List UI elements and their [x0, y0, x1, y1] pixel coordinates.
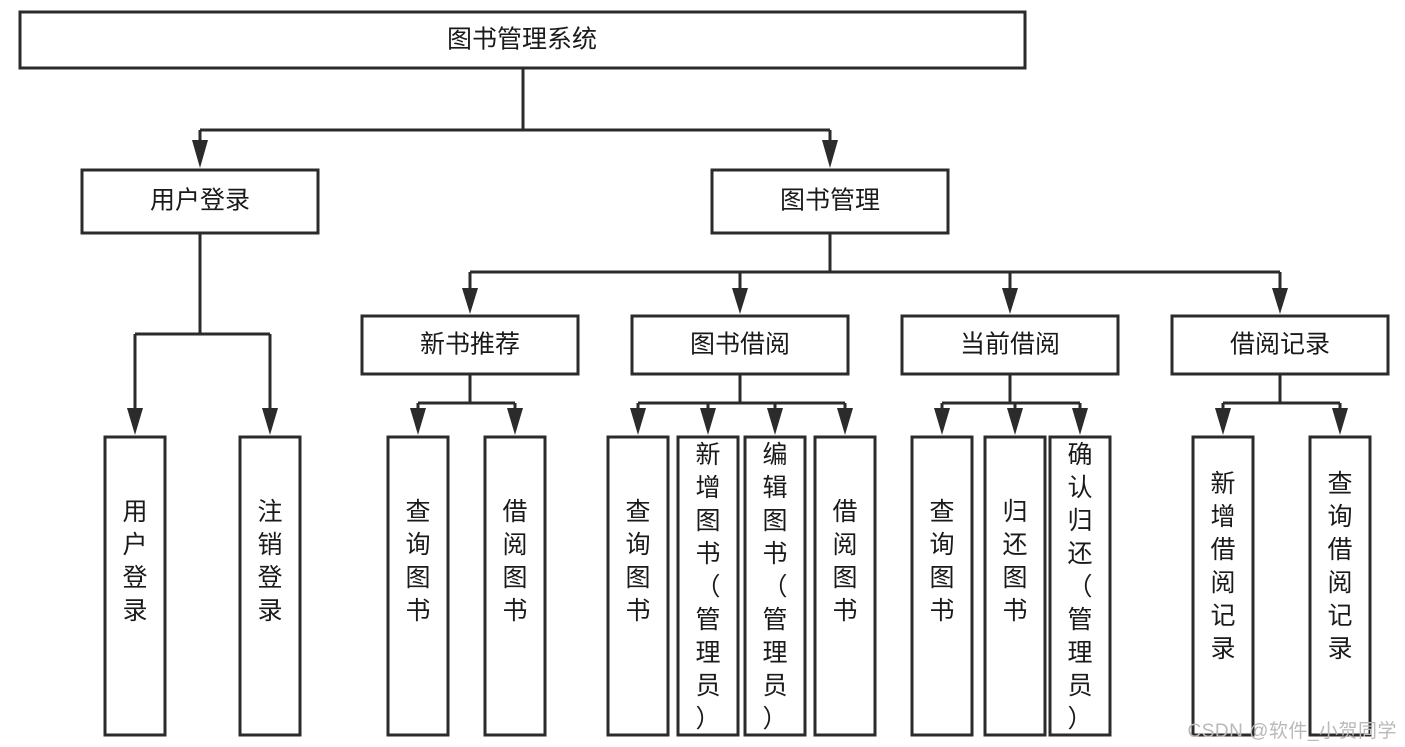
leaf-query-book-1-label: 查询图书 — [405, 498, 430, 625]
node-borrow-record-box — [1170, 314, 1390, 376]
leaf-query-book-2-box — [606, 435, 670, 737]
leaf-return-book-box — [983, 435, 1047, 737]
leaf-add-book-admin[interactable]: 新增图书（管理员） — [676, 435, 740, 737]
node-book-manage-box — [710, 168, 950, 235]
node-borrow-record-label: 借阅记录 — [1230, 331, 1330, 359]
node-book-manage[interactable]: 图书管理 — [710, 168, 950, 235]
node-root-box — [18, 10, 1027, 70]
arrow-head-leaf-query-borrow-record — [1332, 408, 1348, 435]
leaf-user-login-label: 用户登录 — [122, 498, 147, 625]
leaf-confirm-return-admin-box — [1048, 435, 1112, 737]
node-book-borrow-label: 图书借阅 — [690, 331, 790, 359]
leaf-confirm-return-admin-label: 确认归还（管理员） — [1067, 441, 1092, 733]
leaf-logout[interactable]: 注销登录 — [238, 435, 302, 737]
arrow-head-leaf-confirm-return — [1072, 408, 1088, 435]
leaf-query-book-1[interactable]: 查询图书 — [386, 435, 450, 737]
leaf-node-layer: 用户登录 注销登录 查询图书 借阅图书 查询图书 新增图书（管理员） 编辑图书（… — [103, 435, 1372, 737]
node-root[interactable]: 图书管理系统 — [18, 10, 1027, 70]
arrow-head-leaf-return-book — [1007, 408, 1023, 435]
leaf-logout-label: 注销登录 — [257, 498, 282, 625]
leaf-borrow-book-2-label: 借阅图书 — [832, 498, 857, 625]
leaf-query-book-1-box — [386, 435, 450, 737]
node-new-book-recommend-box — [360, 314, 580, 376]
arrow-head-new-book-recommend — [462, 288, 478, 314]
leaf-add-borrow-record-label: 新增借阅记录 — [1210, 470, 1235, 663]
node-user-login[interactable]: 用户登录 — [80, 168, 320, 235]
arrow-head-borrow-record — [1272, 288, 1288, 314]
leaf-borrow-book-1-box — [483, 435, 547, 737]
leaf-query-book-2[interactable]: 查询图书 — [606, 435, 670, 737]
leaf-edit-book-admin-label: 编辑图书（管理员） — [762, 441, 787, 733]
leaf-user-login[interactable]: 用户登录 — [103, 435, 167, 737]
leaf-query-book-3-box — [910, 435, 974, 737]
leaf-edit-book-admin[interactable]: 编辑图书（管理员） — [743, 435, 807, 737]
node-user-login-label: 用户登录 — [150, 187, 250, 215]
leaf-query-borrow-record-box — [1308, 435, 1372, 737]
leaf-query-book-3-label: 查询图书 — [929, 498, 954, 625]
arrow-head-leaf-borrow-book-2 — [837, 408, 853, 435]
node-book-borrow[interactable]: 图书借阅 — [630, 314, 850, 376]
connector-layer — [127, 68, 1348, 435]
leaf-query-book-3[interactable]: 查询图书 — [910, 435, 974, 737]
leaf-edit-book-admin-box — [743, 435, 807, 737]
leaf-return-book[interactable]: 归还图书 — [983, 435, 1047, 737]
leaf-borrow-book-2[interactable]: 借阅图书 — [813, 435, 877, 737]
node-current-borrow-box — [900, 314, 1120, 376]
leaf-query-borrow-record-label: 查询借阅记录 — [1327, 470, 1352, 663]
node-current-borrow-label: 当前借阅 — [960, 331, 1060, 359]
arrow-head-leaf-query-book-1 — [410, 408, 426, 435]
node-new-book-recommend[interactable]: 新书推荐 — [360, 314, 580, 376]
node-book-manage-label: 图书管理 — [780, 187, 880, 215]
leaf-query-book-2-label: 查询图书 — [625, 498, 650, 625]
node-borrow-record[interactable]: 借阅记录 — [1170, 314, 1390, 376]
arrow-head-book-borrow — [732, 288, 748, 314]
node-book-borrow-box — [630, 314, 850, 376]
leaf-borrow-book-1-label: 借阅图书 — [502, 498, 527, 625]
arrow-head-user-login — [192, 140, 208, 168]
arrow-head-leaf-query-book-3 — [934, 408, 950, 435]
arrow-head-leaf-add-book — [700, 408, 716, 435]
arrow-head-current-borrow — [1002, 288, 1018, 314]
arrow-head-leaf-user-login — [127, 408, 143, 435]
arrow-head-leaf-edit-book — [767, 408, 783, 435]
leaf-confirm-return-admin[interactable]: 确认归还（管理员） — [1048, 435, 1112, 737]
leaf-add-borrow-record[interactable]: 新增借阅记录 — [1191, 435, 1255, 737]
leaf-add-book-admin-label: 新增图书（管理员） — [695, 441, 720, 733]
node-user-login-box — [80, 168, 320, 235]
node-root-label: 图书管理系统 — [447, 26, 597, 54]
leaf-add-borrow-record-box — [1191, 435, 1255, 737]
arrow-head-leaf-borrow-book-1 — [507, 408, 523, 435]
leaf-borrow-book-2-box — [813, 435, 877, 737]
leaf-return-book-label: 归还图书 — [1002, 498, 1027, 625]
node-new-book-recommend-label: 新书推荐 — [420, 331, 520, 359]
leaf-query-borrow-record[interactable]: 查询借阅记录 — [1308, 435, 1372, 737]
leaf-borrow-book-1[interactable]: 借阅图书 — [483, 435, 547, 737]
arrow-head-leaf-query-book-2 — [630, 408, 646, 435]
arrow-head-leaf-logout — [262, 408, 278, 435]
arrow-head-leaf-add-borrow-record — [1215, 408, 1231, 435]
leaf-add-book-admin-box — [676, 435, 740, 737]
leaf-logout-box — [238, 435, 302, 737]
leaf-user-login-box — [103, 435, 167, 737]
arrow-head-book-manage — [822, 140, 838, 168]
node-current-borrow[interactable]: 当前借阅 — [900, 314, 1120, 376]
